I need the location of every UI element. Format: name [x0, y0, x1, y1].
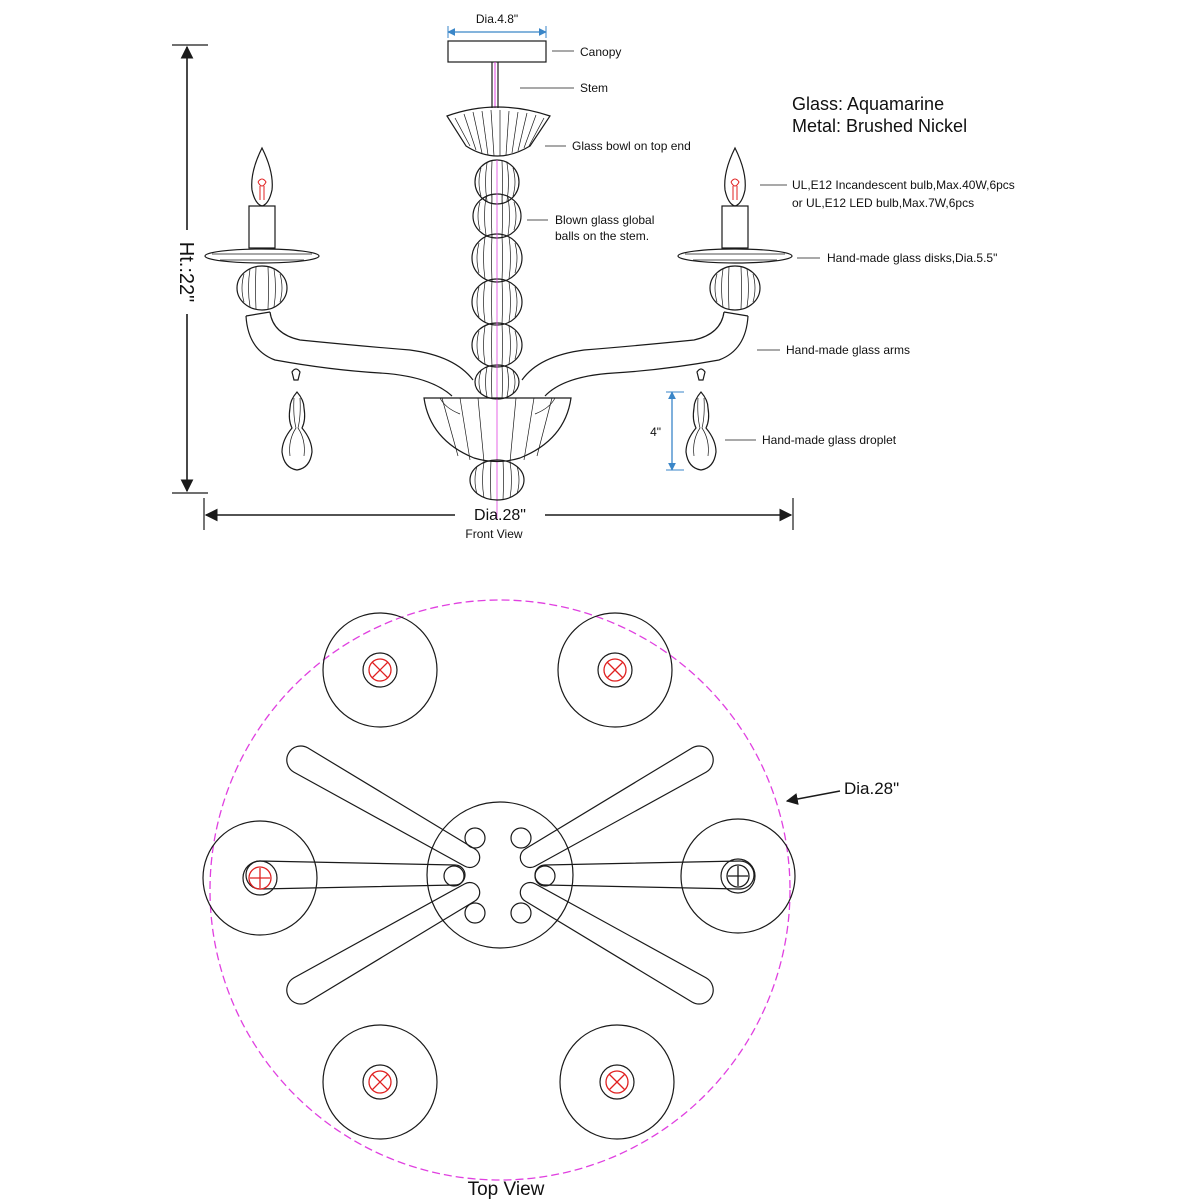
bulb-socket-icon	[368, 1070, 392, 1094]
bulb-socket-icon	[368, 658, 392, 682]
arm-ball	[709, 265, 761, 311]
glass-disk	[677, 248, 793, 264]
front-view: Dia.4.8"	[172, 12, 1015, 541]
top-disk-ll	[322, 1024, 438, 1140]
stem-label: Stem	[580, 81, 608, 95]
top-view: Dia.28" Top View	[202, 599, 899, 1200]
canopy	[447, 40, 547, 63]
center-hub	[426, 801, 574, 949]
glass-arms	[245, 311, 749, 397]
glass-droplet	[685, 391, 717, 471]
candle-sleeve	[248, 205, 276, 249]
bulb-label-line1: UL,E12 Incandescent bulb,Max.40W,6pcs	[792, 178, 1015, 192]
callout-leaders	[520, 50, 820, 441]
top-arms	[245, 745, 755, 1005]
droplet-height-label: 4"	[650, 425, 661, 439]
top-disk-left	[202, 820, 318, 936]
disks-label: Hand-made glass disks,Dia.5.5"	[827, 251, 997, 265]
top-disk-lr	[559, 1024, 675, 1140]
bottom-glass-bowl	[423, 397, 572, 463]
left-candle-assembly	[204, 146, 320, 471]
bulb-socket-icon	[726, 864, 750, 888]
bowl-label: Glass bowl on top end	[572, 139, 691, 153]
glass-disk	[204, 248, 320, 264]
front-view-caption: Front View	[465, 527, 522, 541]
right-candle-assembly	[677, 146, 793, 471]
bottom-glass-ball	[469, 459, 525, 501]
spec-metal: Metal: Brushed Nickel	[792, 116, 967, 136]
height-label: Ht.:22"	[175, 242, 197, 302]
width-dimension: Dia.28" Front View	[203, 498, 794, 541]
hub-sockets	[443, 827, 556, 924]
bulb-socket-icon	[605, 1070, 629, 1094]
top-disk-ul	[322, 612, 438, 728]
top-disk-ur	[557, 612, 673, 728]
arm-ball	[236, 265, 288, 311]
stem	[491, 62, 499, 108]
overall-outline	[209, 599, 791, 1181]
balls-label-line2: balls on the stem.	[555, 229, 649, 243]
height-dimension: Ht.:22"	[172, 44, 208, 494]
top-glass-bowl	[446, 106, 551, 157]
arms-label: Hand-made glass arms	[786, 343, 910, 357]
droplet-label: Hand-made glass droplet	[762, 433, 897, 447]
spec-glass: Glass: Aquamarine	[792, 94, 944, 114]
candle-bulb-icon	[251, 146, 273, 207]
bulb-socket-icon	[603, 658, 627, 682]
top-view-caption: Top View	[468, 1179, 545, 1200]
top-diameter-callout: Dia.28"	[785, 779, 899, 805]
canopy-dia-label: Dia.4.8"	[476, 12, 518, 26]
candle-sleeve	[721, 205, 749, 249]
width-label: Dia.28"	[474, 507, 526, 524]
canopy-dimension: Dia.4.8"	[447, 12, 547, 38]
droplet-height-dimension: 4"	[650, 391, 684, 471]
bulb-label-line2: or UL,E12 LED bulb,Max.7W,6pcs	[792, 196, 974, 210]
bulb-socket-icon	[248, 866, 272, 890]
candle-bulb-icon	[724, 146, 746, 207]
balls-label-line1: Blown glass global	[555, 213, 654, 227]
top-diameter-label: Dia.28"	[844, 779, 899, 798]
top-disk-right	[680, 818, 796, 934]
stem-glass-balls	[471, 159, 523, 520]
canopy-label: Canopy	[580, 45, 621, 59]
glass-droplet	[281, 391, 313, 471]
